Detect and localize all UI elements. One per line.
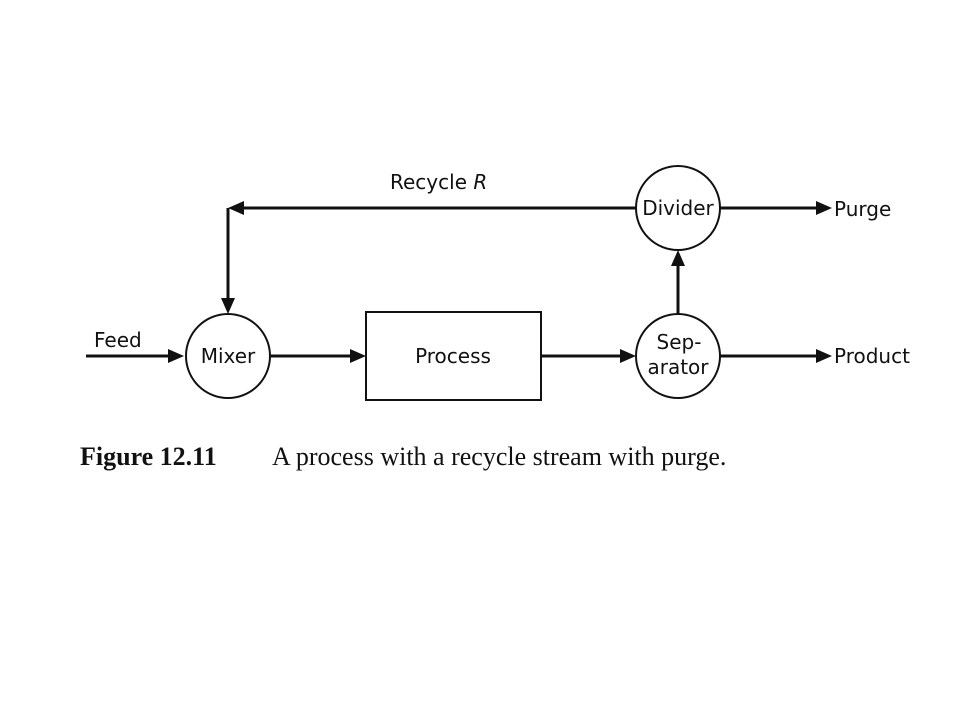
- mixer-node: [185, 313, 271, 399]
- figure-number: Figure 12.11: [80, 442, 217, 471]
- recycle-down-arrowhead: [221, 298, 235, 314]
- purge-label: Purge: [834, 197, 891, 221]
- separator-label-line2: arator: [647, 355, 709, 379]
- divider-node: [635, 165, 721, 251]
- separator-node: [635, 313, 721, 399]
- purge-arrowhead: [816, 201, 832, 215]
- figure-caption: A process with a recycle stream with pur…: [272, 442, 726, 471]
- recycle-label-text: Recycle: [390, 170, 467, 194]
- process-block: [365, 311, 542, 401]
- process-to-separator-arrowhead: [620, 349, 636, 363]
- separator-label-line1: Sep-: [657, 330, 702, 354]
- separator-to-divider-arrowhead: [671, 250, 685, 266]
- mixer-to-process-arrowhead: [350, 349, 366, 363]
- product-arrowhead: [816, 349, 832, 363]
- product-label: Product: [834, 344, 910, 368]
- process-label: Process: [415, 344, 491, 368]
- recycle-label: Recycle R: [390, 170, 487, 194]
- feed-label: Feed: [94, 328, 142, 352]
- recycle-symbol: R: [473, 170, 487, 194]
- feed-arrowhead: [168, 349, 184, 363]
- recycle-arrowhead: [228, 201, 244, 215]
- divider-label: Divider: [642, 196, 714, 220]
- mixer-label: Mixer: [201, 344, 256, 368]
